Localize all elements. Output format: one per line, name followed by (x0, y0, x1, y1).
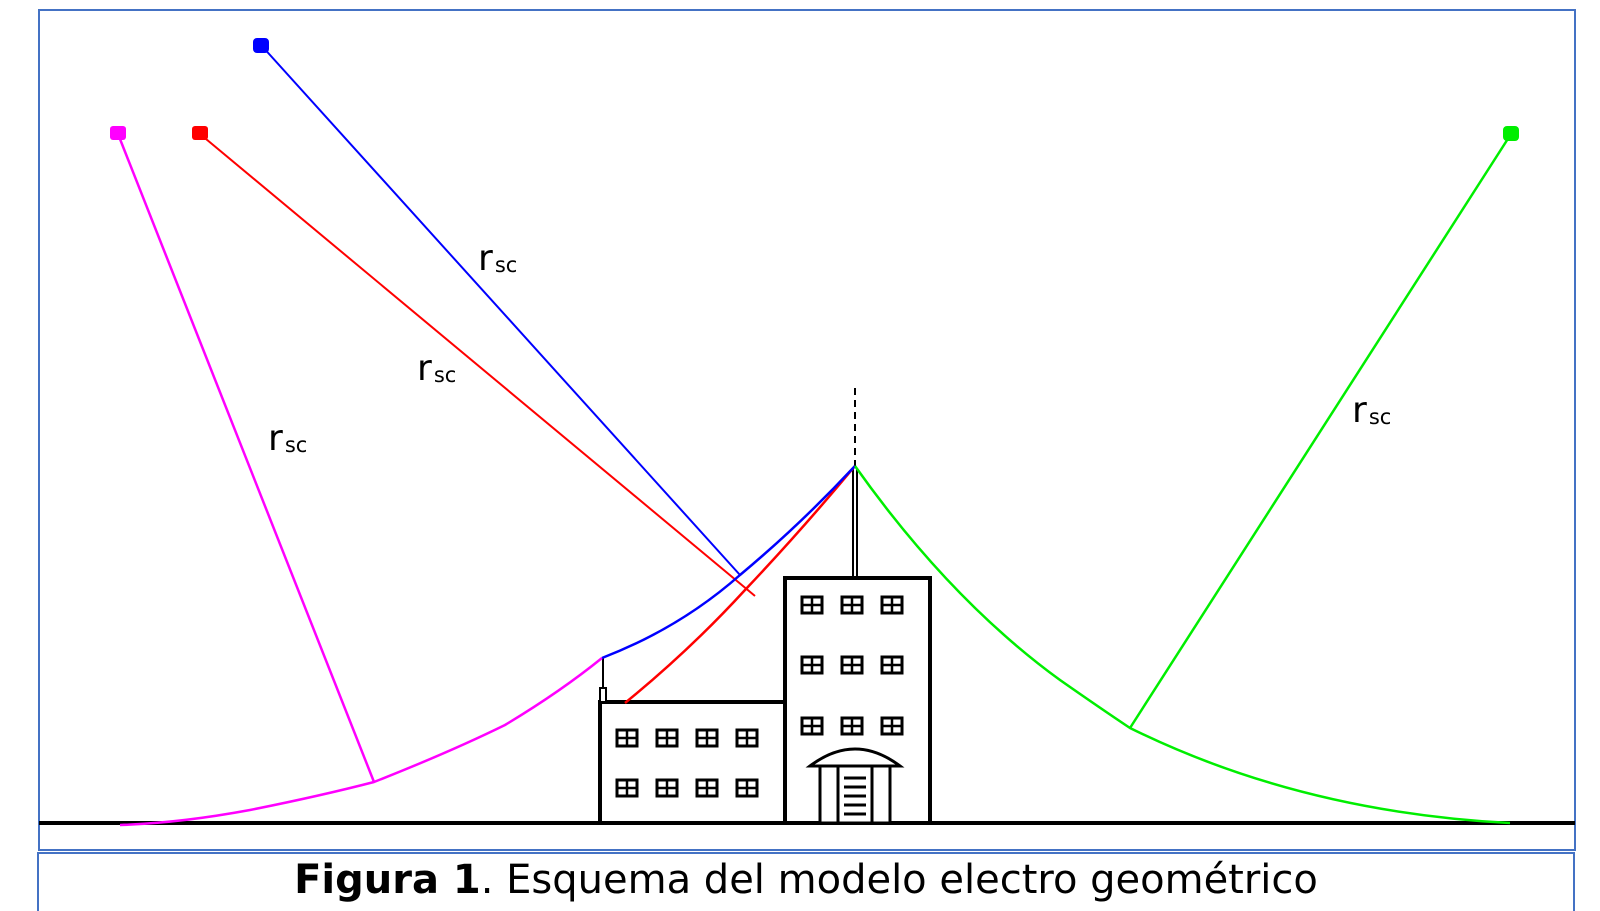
window (695, 778, 719, 798)
building (598, 468, 932, 825)
rsc-label-magenta: rsc (268, 418, 307, 459)
window (655, 728, 679, 748)
figure-caption: Figura 1. Esquema del modelo electro geo… (37, 852, 1575, 911)
window (615, 728, 639, 748)
blue-sphere (253, 38, 856, 660)
red-sphere (192, 126, 856, 704)
window (735, 728, 759, 748)
caption-text: . Esquema del modelo electro geométrico (480, 857, 1318, 903)
rsc-label-green: rsc (1352, 390, 1391, 431)
window (880, 716, 904, 736)
window (880, 655, 904, 675)
blue-radius-line (260, 44, 741, 576)
window (800, 655, 824, 675)
caption-figure-number: Figura 1 (294, 857, 481, 903)
building-windows (615, 595, 904, 798)
window (615, 778, 639, 798)
green-radius-line (1128, 133, 1513, 729)
blue-arc (601, 465, 856, 660)
window (880, 595, 904, 615)
window (840, 655, 864, 675)
red-arc (624, 465, 856, 704)
magenta-radius-line (116, 133, 376, 783)
window (800, 716, 824, 736)
magenta-sphere (110, 126, 603, 827)
building-low-wing (598, 700, 787, 825)
green-sphere-center (1503, 126, 1519, 141)
red-radius-line (199, 133, 756, 597)
low-wing-mast (599, 657, 607, 703)
window (695, 728, 719, 748)
window (655, 778, 679, 798)
window (735, 778, 759, 798)
rsc-label-blue: rsc (478, 238, 517, 279)
window (840, 716, 864, 736)
green-arc (853, 465, 1511, 825)
rsc-label-red: rsc (417, 348, 456, 389)
magenta-arc (119, 657, 603, 827)
green-sphere (853, 126, 1519, 825)
window (800, 595, 824, 615)
building-entrance (805, 747, 905, 825)
window (840, 595, 864, 615)
magenta-sphere-center (110, 126, 126, 140)
tower-mast (852, 468, 858, 578)
